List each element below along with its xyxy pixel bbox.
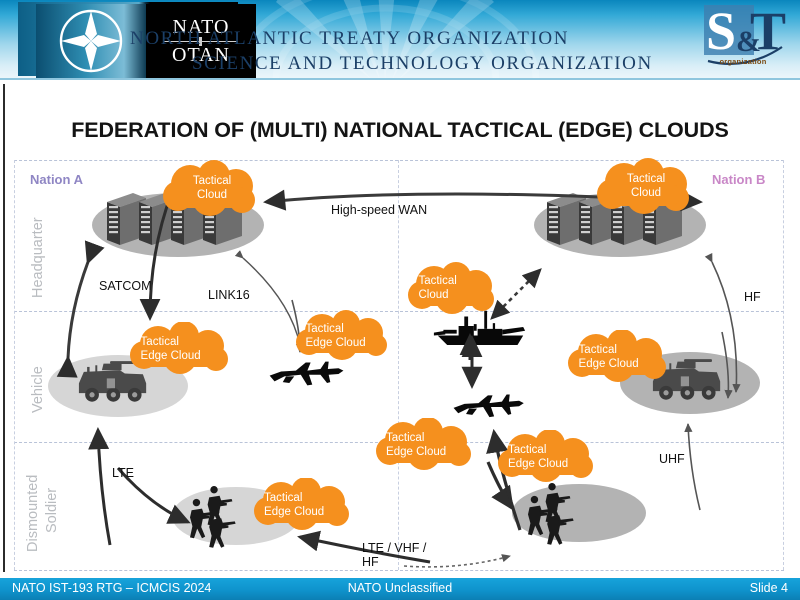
- oval-soldiers-nation-b: [512, 484, 646, 542]
- cloud-shape: [498, 430, 593, 482]
- svg-text:T: T: [750, 3, 786, 61]
- header-ray-graphic: [232, 0, 540, 80]
- cloud-tactical-edge-cloud-jet-b[interactable]: Tactical Edge Cloud: [372, 418, 480, 474]
- organization-title-line1: NORTH ATLANTIC TREATY ORGANIZATION: [130, 28, 570, 49]
- grid-line-hq-vehicle: [14, 311, 784, 312]
- link-label-lte-vhf-hf: LTE / VHF / HF: [362, 541, 427, 570]
- cloud-tactical-cloud-nation-a[interactable]: Tactical Cloud: [160, 160, 264, 218]
- science-technology-logo-subtitle: organization: [719, 57, 767, 66]
- cloud-tactical-edge-cloud-vehicle-b[interactable]: Tactical Edge Cloud: [564, 330, 676, 386]
- link-label-uhf: UHF: [659, 452, 685, 466]
- nation-a-label: Nation A: [30, 172, 83, 187]
- svg-text:S: S: [706, 3, 736, 61]
- row-label-soldier: Soldier: [44, 487, 60, 533]
- cloud-shape: [376, 418, 471, 470]
- otan-text: OTAN: [172, 43, 230, 66]
- grid-line-left: [14, 160, 15, 570]
- footer-left-text: NATO IST-193 RTG – ICMCIS 2024: [12, 581, 212, 595]
- grid-line-nation-divider: [398, 160, 399, 570]
- nato-header-banner: NATO OTAN NORTH ATLANTIC TREATY ORGANIZA…: [0, 0, 800, 80]
- organization-title: NORTH ATLANTIC TREATY ORGANIZATION SCIEN…: [130, 26, 690, 77]
- fighter-jet-nation-b: [453, 394, 524, 418]
- svg-text:&: &: [736, 25, 761, 58]
- cloud-shape: [296, 310, 387, 360]
- cloud-shape: [130, 322, 228, 374]
- arrow-lte: [88, 427, 112, 546]
- footer-classification: NATO Unclassified: [347, 581, 453, 595]
- slide-left-border: [3, 84, 5, 572]
- footer-slide-number: Slide 4: [749, 581, 788, 595]
- link-label-satcom: SATCOM: [99, 279, 152, 293]
- cloud-tactical-edge-cloud-soldiers-b[interactable]: Tactical Edge Cloud: [494, 430, 602, 486]
- cloud-shape: [568, 330, 666, 382]
- row-label-vehicle: Vehicle: [30, 366, 46, 413]
- slide-footer: NATO IST-193 RTG – ICMCIS 2024 NATO Uncl…: [0, 578, 800, 600]
- grid-line-bottom: [14, 570, 784, 571]
- header-underline: [0, 78, 800, 80]
- cloud-tactical-cloud-ship[interactable]: Tactical Cloud: [406, 262, 502, 316]
- nation-b-label: Nation B: [712, 172, 766, 187]
- cloud-shape: [254, 478, 349, 530]
- cloud-shape: [597, 158, 689, 214]
- fighter-jet-nation-a: [269, 361, 344, 386]
- cloud-shape: [408, 262, 494, 314]
- grid-line-right: [783, 160, 784, 570]
- science-technology-logo: S & T: [704, 3, 786, 65]
- nato-otan-wordmark: NATO OTAN: [146, 4, 256, 78]
- cloud-tactical-edge-cloud-vehicle-a[interactable]: Tactical Edge Cloud: [126, 322, 238, 378]
- nato-compass-star-icon: [36, 4, 146, 78]
- cloud-tactical-edge-cloud-soldiers-a[interactable]: Tactical Edge Cloud: [250, 478, 358, 534]
- link-label-hf: HF: [744, 290, 761, 304]
- organization-title-line2: SCIENCE AND TECHNOLOGY ORGANIZATION: [192, 53, 653, 75]
- link-label-lte: LTE: [112, 466, 134, 480]
- nato-divider: [164, 36, 238, 46]
- row-label-headquarter: Headquarter: [30, 217, 46, 298]
- cloud-shape: [163, 160, 255, 216]
- nato-text: NATO: [172, 15, 230, 38]
- row-label-dismounted: Dismounted: [25, 474, 41, 552]
- link-label-high-speed-wan: High-speed WAN: [331, 203, 428, 217]
- page-title: FEDERATION OF (MULTI) NATIONAL TACTICAL …: [71, 118, 729, 142]
- arrow-satcom: [56, 240, 105, 378]
- cloud-tactical-cloud-nation-b[interactable]: Tactical Cloud: [594, 158, 698, 216]
- arrow-uhf: [684, 423, 701, 511]
- link-label-link16: LINK16: [208, 288, 250, 302]
- grid-line-top: [14, 160, 784, 161]
- nato-logo: NATO OTAN: [18, 2, 256, 78]
- cloud-tactical-edge-cloud-jet-a[interactable]: Tactical Edge Cloud: [292, 310, 396, 364]
